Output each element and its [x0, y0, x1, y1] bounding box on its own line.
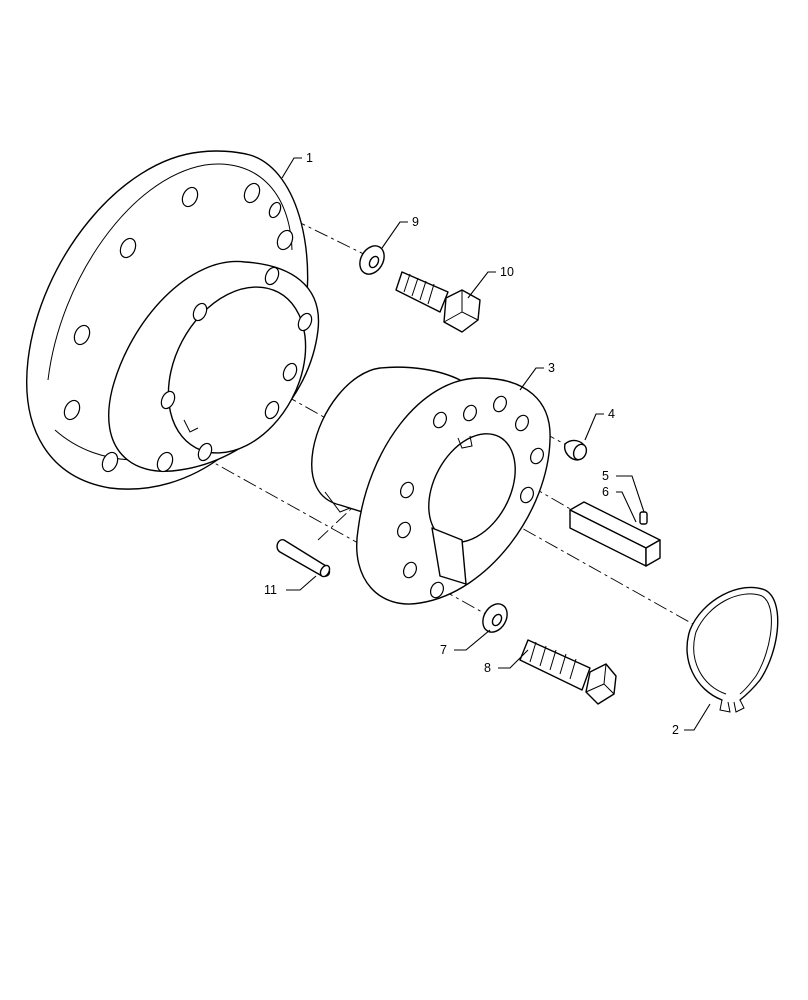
- hub-face-hole: [264, 400, 280, 420]
- bushing-hole: [399, 481, 415, 499]
- bushing-hole: [396, 521, 412, 539]
- callout-10: 10: [500, 265, 514, 279]
- set-screw-body: [639, 511, 648, 525]
- ring-outer: [686, 586, 779, 701]
- ring-lug-left: [719, 699, 731, 713]
- callout-6: 6: [602, 485, 609, 499]
- part-3-taper-bushing: [311, 366, 551, 605]
- hub-bore-keyway: [183, 419, 199, 433]
- ring-inner: [693, 593, 772, 695]
- hub-flange-hole: [119, 237, 137, 259]
- leader-6: [616, 491, 637, 523]
- part-10-hex-bolt: [395, 271, 481, 333]
- pin-axis: [317, 507, 353, 541]
- callout-7: 7: [440, 643, 447, 657]
- callout-5: 5: [602, 469, 609, 483]
- part-2-retaining-ring: [686, 586, 779, 713]
- bolt-shank: [395, 271, 449, 313]
- bushing-hole: [529, 447, 545, 465]
- leader-2: [684, 703, 711, 731]
- hub-flange-hole: [276, 229, 294, 251]
- hub-flange-hole: [156, 451, 174, 473]
- hub-face-hole: [160, 390, 176, 410]
- bushing-hole: [432, 411, 448, 429]
- bushing-hole: [519, 486, 535, 504]
- leader-1: [281, 157, 302, 179]
- hub-face-hole: [282, 362, 298, 382]
- leader-7: [454, 629, 491, 651]
- leader-5: [616, 475, 645, 513]
- hub-flange-hole: [73, 324, 91, 346]
- hub-flange-hole: [268, 201, 282, 219]
- hub-face-hole: [297, 312, 313, 332]
- bushing-keyway-top: [457, 435, 473, 449]
- bushing-hole: [429, 581, 445, 599]
- hub-face-hole: [192, 302, 208, 322]
- hub-back-flange-rim: [47, 163, 293, 381]
- bushing-hole: [402, 561, 418, 579]
- callout-2: 2: [672, 723, 679, 737]
- bolt-head: [585, 663, 617, 705]
- bolt-head-facet: [443, 290, 479, 323]
- leader-3: [519, 367, 544, 391]
- part-4-plug: [563, 439, 588, 461]
- leader-4: [584, 413, 604, 441]
- part-6-square-key: [569, 501, 661, 567]
- part-1-flange-hub: [26, 150, 320, 490]
- hub-face-hole: [264, 266, 280, 286]
- part-11-dowel-pin: [276, 539, 331, 578]
- callout-labels: 1 2 3 4 5 6 7 8 9 10 11: [264, 151, 679, 737]
- bushing-hole: [514, 414, 530, 432]
- pin-end: [319, 564, 331, 578]
- bolt-thread: [529, 641, 577, 680]
- bolt-thread: [403, 273, 435, 305]
- bushing-hole: [462, 404, 478, 422]
- hub-flange-hole: [101, 451, 119, 473]
- ring-lug-right: [733, 699, 745, 713]
- key-end: [645, 539, 661, 567]
- hub-flange-hole: [63, 399, 81, 421]
- callout-1: 1: [306, 151, 313, 165]
- bushing-split-slot: [431, 527, 467, 585]
- plug-cap: [572, 443, 588, 461]
- hub-flange-hole: [243, 182, 261, 204]
- callout-9: 9: [412, 215, 419, 229]
- part-7-washer: [482, 603, 508, 633]
- leader-10: [467, 271, 496, 299]
- part-8-hex-bolt: [519, 639, 617, 705]
- leader-8: [498, 649, 529, 669]
- callout-3: 3: [548, 361, 555, 375]
- leader-11: [286, 575, 317, 591]
- callout-4: 4: [608, 407, 615, 421]
- bushing-hole: [492, 395, 508, 413]
- bolt-head-facet: [585, 663, 615, 695]
- bushing-split-line: [324, 491, 351, 513]
- callout-11: 11: [264, 583, 277, 597]
- hub-face-hole: [197, 442, 213, 462]
- washer-inner: [368, 255, 380, 269]
- leader-9: [381, 221, 408, 249]
- bolt-shank: [519, 639, 591, 691]
- washer-inner: [491, 613, 503, 627]
- callout-leaders: [281, 157, 711, 731]
- part-5-set-screw: [639, 511, 648, 525]
- callout-8: 8: [484, 661, 491, 675]
- hub-flange-hole: [181, 186, 199, 208]
- part-9-washer: [359, 245, 385, 275]
